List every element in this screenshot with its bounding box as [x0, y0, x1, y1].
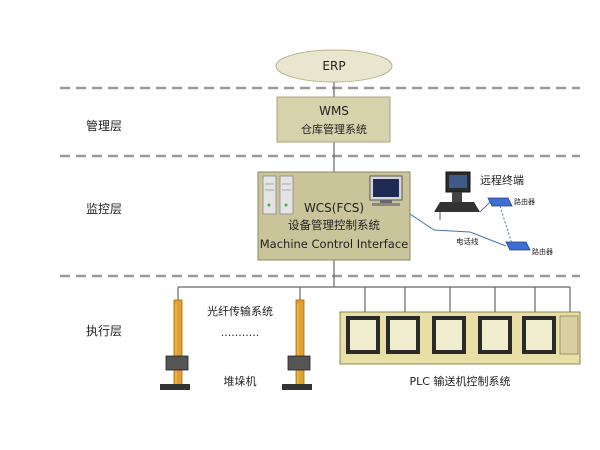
plc-cabinet-2 [386, 316, 420, 354]
plc-conveyor-label: PLC 输送机控制系统 [410, 374, 511, 388]
wcs-subtitle-cn: 设备管理控制系统 [288, 218, 380, 232]
router-label-b: 路由器 [532, 247, 553, 256]
wms-box [276, 96, 391, 143]
router-icon-b [505, 241, 531, 251]
remote-terminal-label: 远程终端 [480, 173, 524, 187]
fiber-transmission-label: 光纤传输系统 [207, 304, 273, 318]
erp-node [275, 49, 393, 83]
remote-terminal-computer-icon [434, 171, 480, 220]
plc-cabinet-end [559, 315, 579, 355]
phone-line-label: 电话线 [456, 236, 479, 246]
wcs-subtitle-en: Machine Control Interface [260, 237, 409, 251]
wcs-title: WCS(FCS) [304, 201, 364, 215]
server-rack-icon [262, 175, 294, 215]
plc-conveyor-cabinets [339, 311, 581, 365]
phone-line-cable [409, 201, 513, 247]
stacker-label: 堆垛机 [224, 374, 257, 388]
plc-cabinet-4 [478, 316, 512, 354]
bus-drops [177, 287, 571, 312]
workstation-monitor-icon [369, 175, 403, 206]
plc-cabinet-1 [346, 316, 380, 354]
layer-label-monitoring: 监控层 [86, 202, 122, 216]
wms-title: WMS [319, 104, 349, 118]
plc-cabinet-5 [522, 316, 556, 354]
erp-label: ERP [322, 59, 345, 73]
fiber-dots: ........... [221, 326, 259, 339]
stacker-crane-icon-left [160, 299, 190, 390]
stacker-crane-icon-right [282, 299, 312, 390]
wms-subtitle: 仓库管理系统 [301, 122, 367, 136]
router-label-a: 路由器 [514, 197, 535, 206]
layer-label-execution: 执行层 [86, 324, 122, 338]
router-icon-a [487, 197, 513, 207]
layer-dividers [60, 86, 580, 278]
layer-label-management: 管理层 [86, 118, 122, 133]
plc-cabinet-3 [432, 316, 466, 354]
